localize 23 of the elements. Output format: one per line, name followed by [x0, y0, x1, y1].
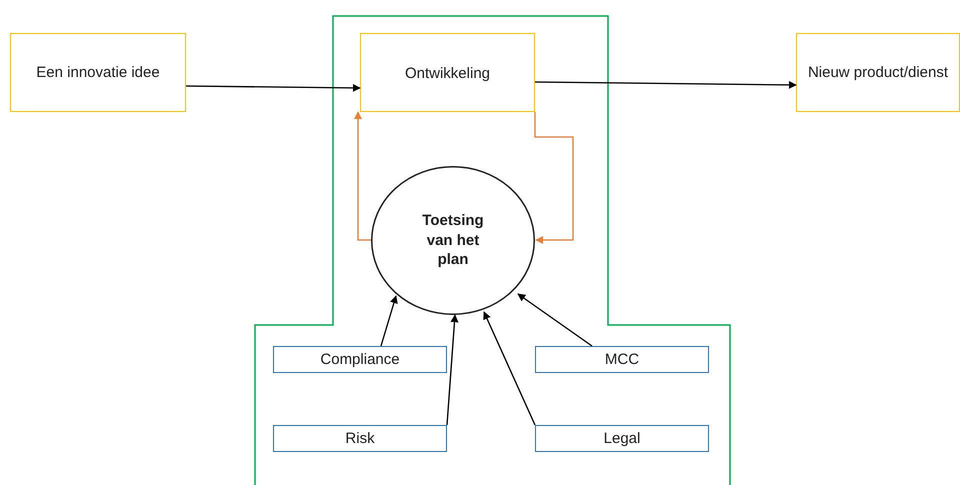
- process-box: [535, 425, 709, 452]
- arrow: [354, 111, 371, 241]
- process-box: [273, 346, 447, 373]
- arrow: [483, 311, 536, 426]
- node-label: Toetsing van het plan: [421, 211, 485, 270]
- process-box: [10, 33, 186, 112]
- node-label: Legal: [604, 428, 640, 448]
- arrow: [534, 112, 574, 244]
- arrow: [446, 314, 458, 426]
- process-box: [273, 425, 447, 452]
- arrow: [380, 295, 398, 346]
- arrow: [535, 80, 797, 89]
- node-label: Compliance: [320, 350, 400, 370]
- node-label: MCC: [604, 350, 640, 370]
- node-label: Ontwikkeling: [404, 64, 490, 84]
- process-box: [535, 346, 709, 373]
- arrow: [186, 84, 361, 92]
- arrow: [517, 293, 592, 347]
- node-label: Risk: [345, 428, 375, 448]
- process-box: [360, 33, 535, 112]
- node-label: Nieuw product/dienst: [808, 62, 948, 82]
- node-label: Een innovatie idee: [36, 62, 160, 82]
- process-box: [796, 33, 960, 112]
